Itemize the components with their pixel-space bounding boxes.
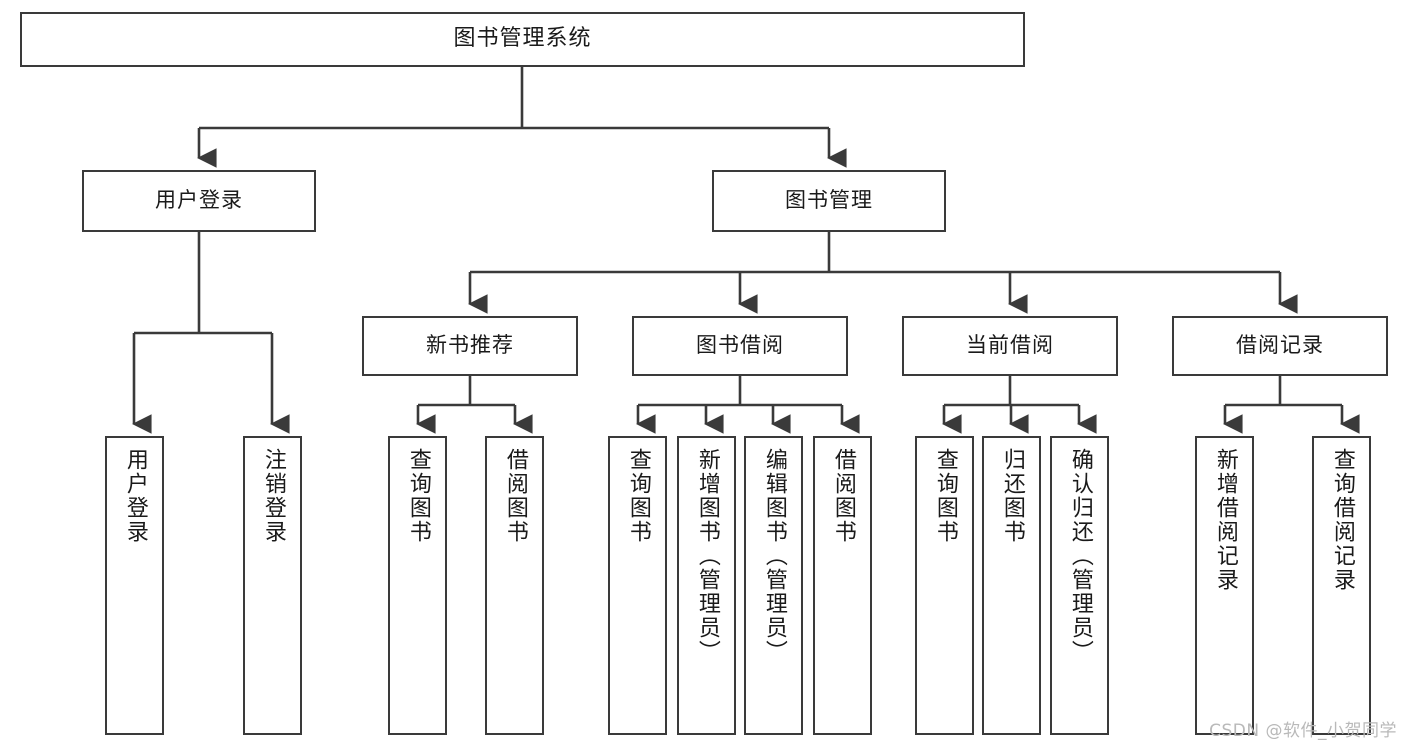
node-label: 借阅记录: [1236, 333, 1324, 358]
leaf-add-book-admin[interactable]: 新增图书（管理员）: [677, 436, 736, 735]
node-label: 图书管理: [785, 188, 873, 213]
node-book-borrow[interactable]: 图书借阅: [632, 316, 848, 376]
node-root-system[interactable]: 图书管理系统: [20, 12, 1025, 67]
leaf-edit-book-admin[interactable]: 编辑图书（管理员）: [744, 436, 803, 735]
leaf-add-borrow-record[interactable]: 新增借阅记录: [1195, 436, 1254, 735]
leaf-label: 注销登录: [260, 448, 286, 544]
leaf-label: 确认归还（管理员）: [1067, 448, 1093, 664]
node-label: 用户登录: [155, 188, 243, 213]
watermark: CSDN @软件_小贺同学: [1209, 721, 1397, 741]
leaf-label: 借阅图书: [502, 448, 528, 544]
node-current-borrow[interactable]: 当前借阅: [902, 316, 1118, 376]
leaf-label: 借阅图书: [830, 448, 856, 544]
leaf-logout[interactable]: 注销登录: [243, 436, 302, 735]
leaf-label: 用户登录: [122, 448, 148, 544]
node-label: 图书管理系统: [453, 26, 592, 52]
node-label: 图书借阅: [696, 333, 784, 358]
node-user-login[interactable]: 用户登录: [82, 170, 316, 232]
leaf-user-login[interactable]: 用户登录: [105, 436, 164, 735]
node-label: 新书推荐: [426, 333, 514, 358]
leaf-confirm-return-admin[interactable]: 确认归还（管理员）: [1050, 436, 1109, 735]
node-label: 当前借阅: [966, 333, 1054, 358]
leaf-label: 查询借阅记录: [1329, 448, 1355, 592]
leaf-label: 查询图书: [625, 448, 651, 544]
leaf-label: 查询图书: [932, 448, 958, 544]
leaf-label: 新增图书（管理员）: [694, 448, 720, 664]
leaf-query-book-recommend[interactable]: 查询图书: [388, 436, 447, 735]
leaf-query-borrow-record[interactable]: 查询借阅记录: [1312, 436, 1371, 735]
node-borrow-record[interactable]: 借阅记录: [1172, 316, 1388, 376]
leaf-label: 新增借阅记录: [1212, 448, 1238, 592]
node-book-management[interactable]: 图书管理: [712, 170, 946, 232]
leaf-query-book-current[interactable]: 查询图书: [915, 436, 974, 735]
leaf-borrow-book[interactable]: 借阅图书: [813, 436, 872, 735]
leaf-return-book[interactable]: 归还图书: [982, 436, 1041, 735]
leaf-label: 归还图书: [999, 448, 1025, 544]
leaf-query-book-borrow[interactable]: 查询图书: [608, 436, 667, 735]
leaf-label: 查询图书: [405, 448, 431, 544]
leaf-borrow-book-recommend[interactable]: 借阅图书: [485, 436, 544, 735]
leaf-label: 编辑图书（管理员）: [761, 448, 787, 664]
node-new-book-recommend[interactable]: 新书推荐: [362, 316, 578, 376]
